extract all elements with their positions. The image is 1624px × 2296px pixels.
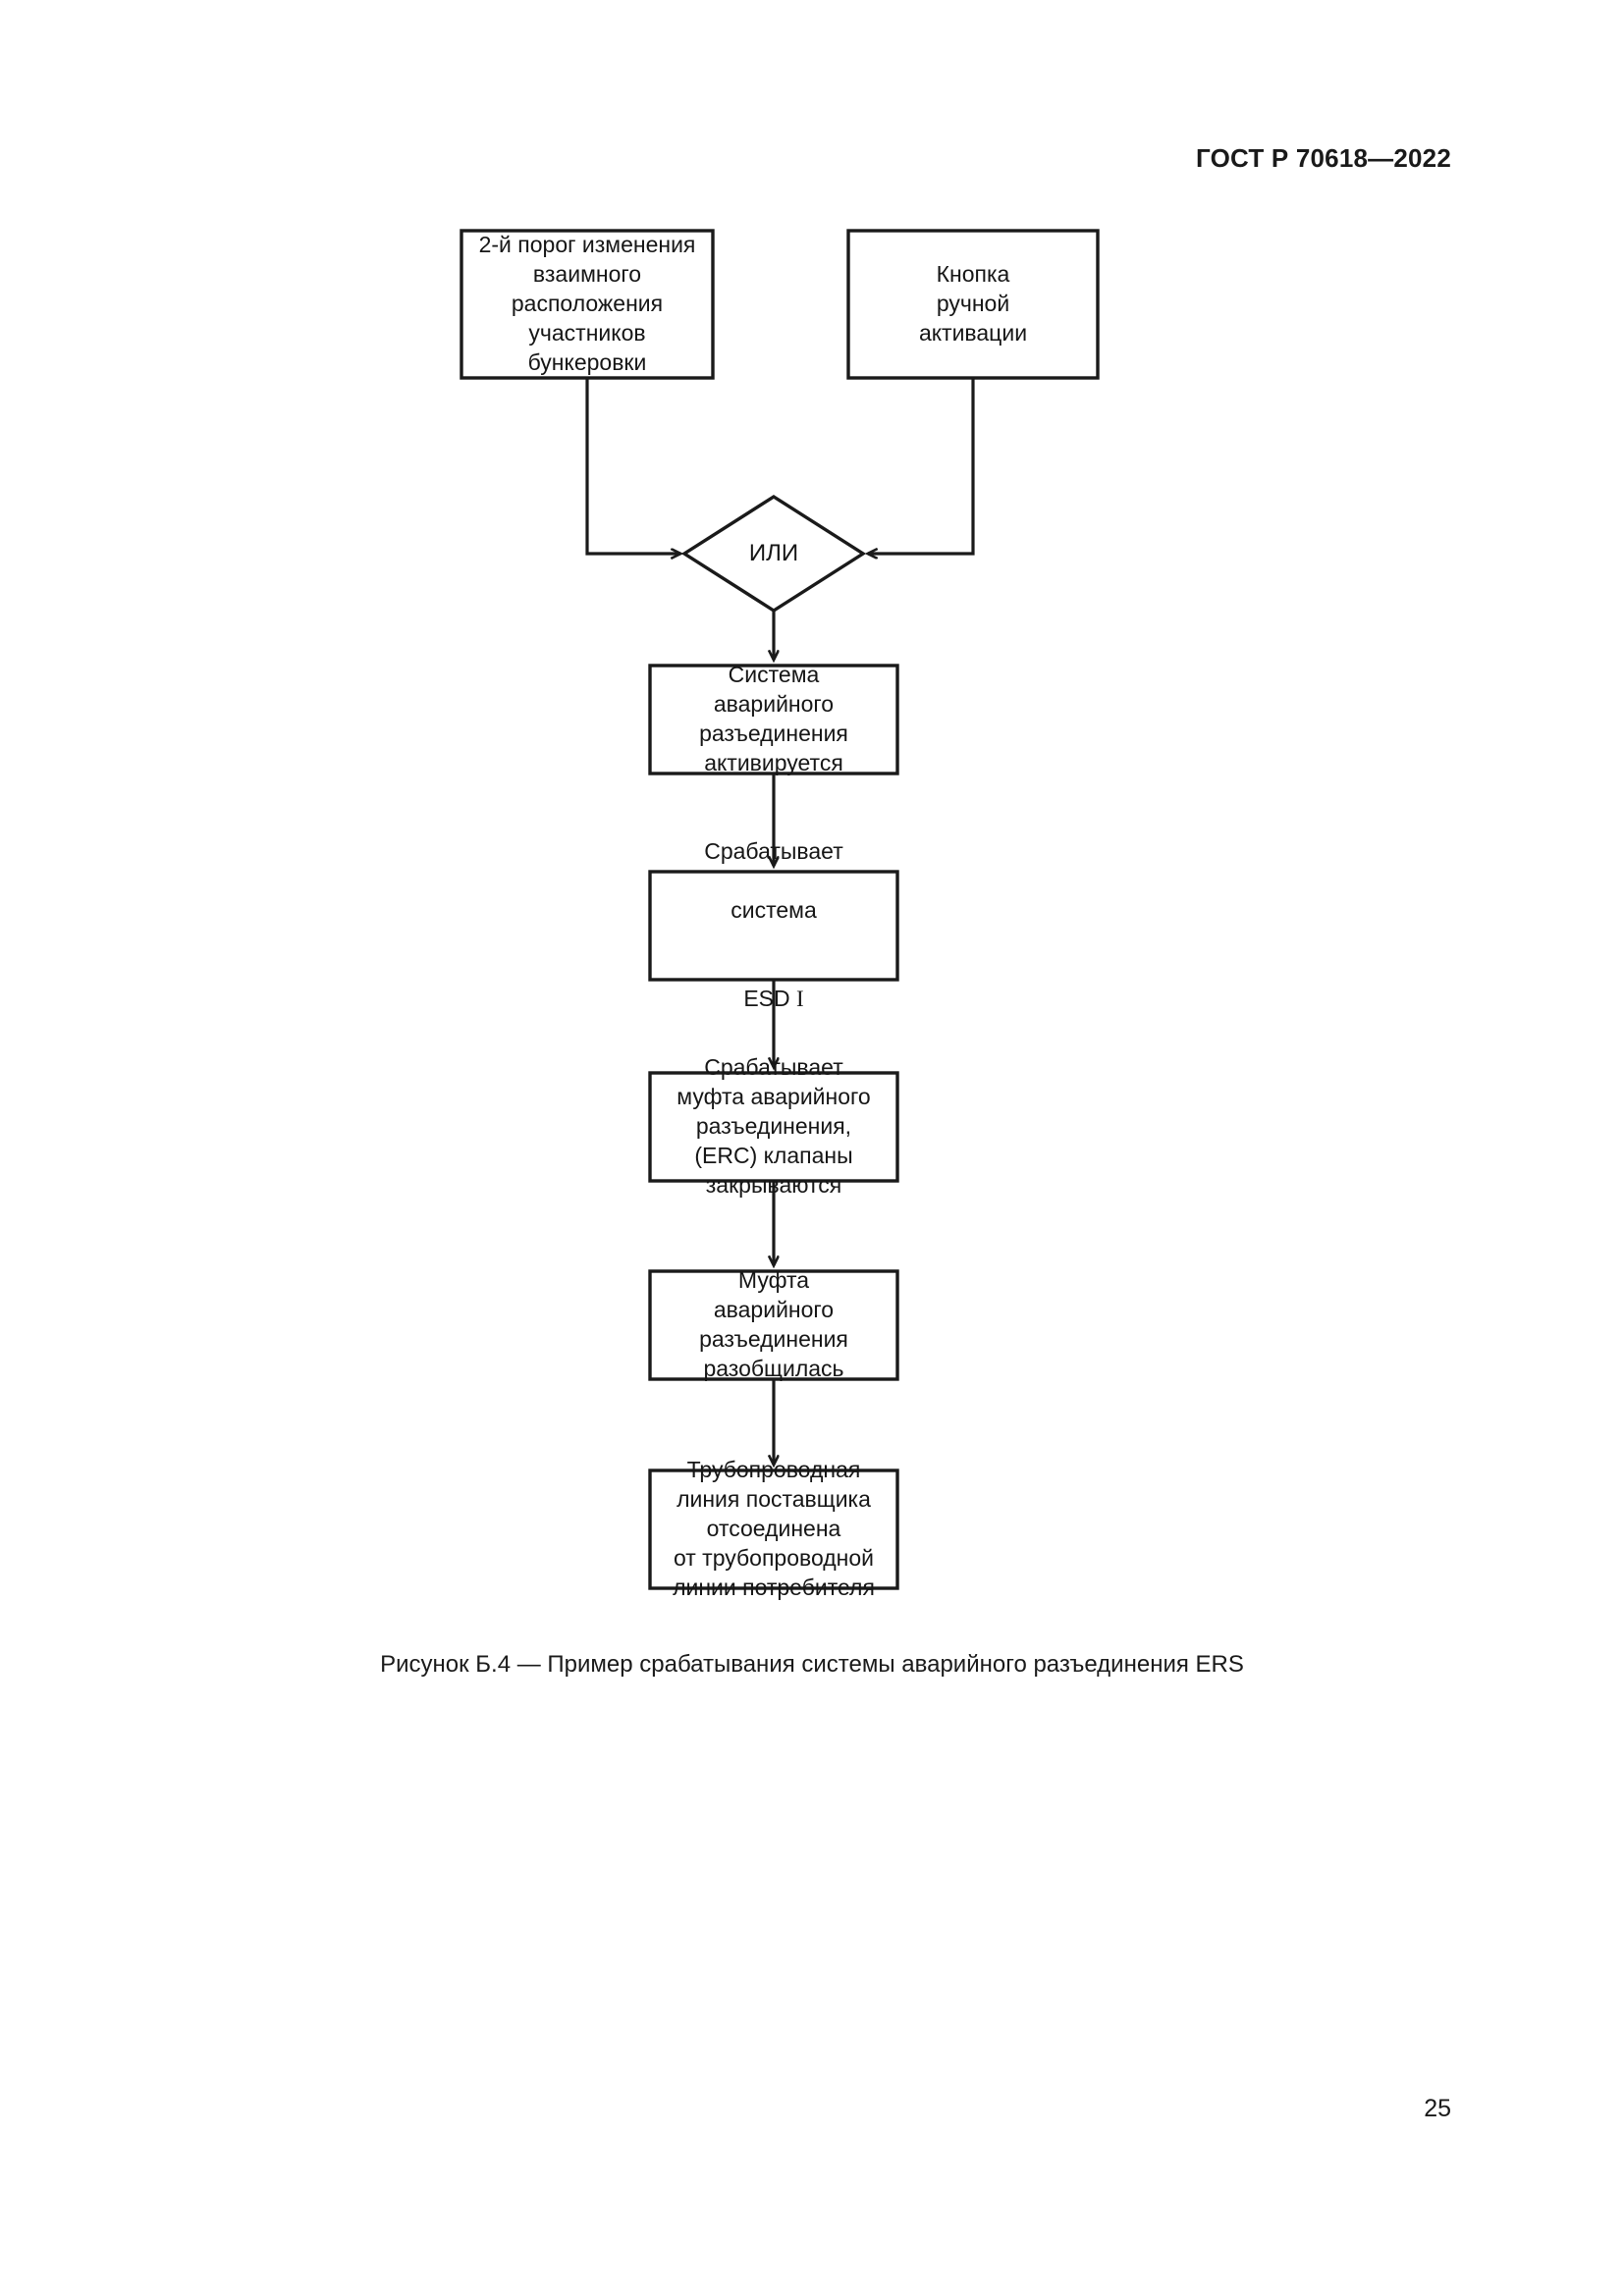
node-lines-disconnected-box [648,1468,899,1590]
node-or-gate-diamond [680,494,867,614]
node-esd-triggered-box [648,870,899,982]
document-standard-header: ГОСТ Р 70618—2022 [1196,143,1451,173]
node-system-activated-box [648,664,899,775]
edge-manual-to-or [868,378,975,554]
edge-threshold-to-or [585,378,680,554]
node-coupling-triggered-box [648,1071,899,1183]
node-coupling-separated-box [648,1269,899,1381]
flowchart-canvas [460,229,1100,1590]
figure-caption: Рисунок Б.4 — Пример срабатывания систем… [380,1651,1244,1678]
node-threshold-box [460,229,715,380]
node-manual-button-box [846,229,1100,380]
page-number: 25 [1424,2095,1451,2122]
figure-b4: 2-й порог изменения взаимного расположен… [460,229,1100,1600]
